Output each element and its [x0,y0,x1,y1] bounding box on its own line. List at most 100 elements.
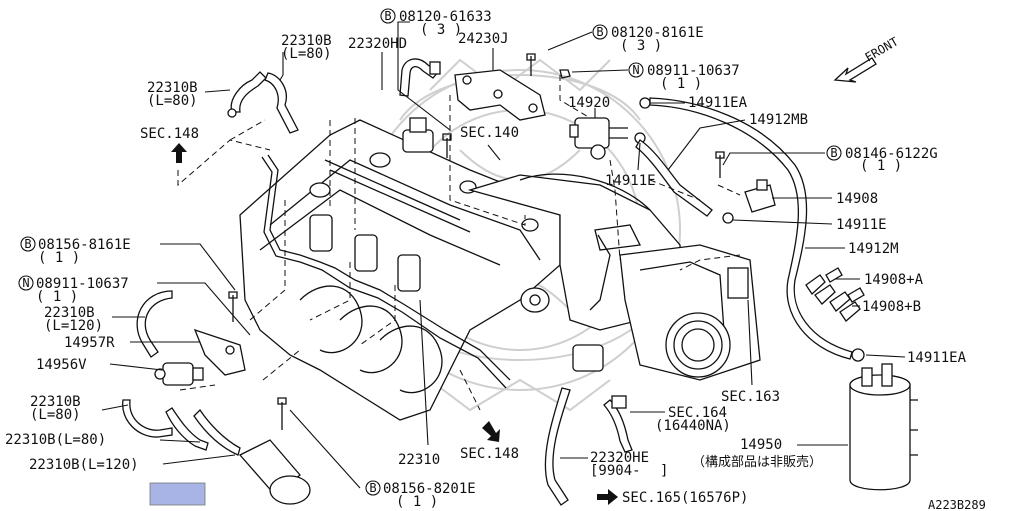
bracket-14957R [193,291,246,376]
label-22310B-120-sub: (L=120) [44,318,103,334]
throttle-body [594,224,761,381]
bolt-marker-icon: B [592,24,608,40]
label-22310B-top: 22310B [281,33,332,49]
nut-marker-icon: N [18,275,34,291]
hose-22310B-120 [136,290,173,358]
label-08911-10637-top-qty: ( 1 ) [660,76,702,92]
hose-22310B-top [264,72,299,134]
label-sec148-bottom: SEC.148 [460,446,519,462]
hose-22320HE [544,344,604,506]
label-22320HD: 22320HD [348,36,407,52]
diagram-code: A223B289 [928,498,986,511]
label-08911-10637-left-qty: ( 1 ) [36,289,78,305]
label-08120-8161E: 08120-8161E [611,25,704,41]
label-08120-61633: 08120-61633 [399,9,492,25]
label-sec164: SEC.164 [668,405,727,421]
label-22310B-left-sub: (L=80) [147,93,198,109]
bracket-14908 [715,151,776,213]
label-08911-10637-left: 08911-10637 [36,276,129,292]
bolt-marker-icon: B [380,8,396,24]
label-22320HE: 22320HE [590,450,649,466]
label-sec164-sub: (16440NA) [655,418,731,434]
label-front: FRONT [863,34,901,64]
label-08156-8161E: 08156-8161E [38,237,131,253]
label-14956V: 14956V [36,357,87,373]
nut-marker-icon: N [628,62,644,78]
front-arrow-icon [833,57,877,83]
label-14911EA-top: 14911EA [688,95,748,111]
valve-14920 [569,117,628,160]
bracket-24230J [454,69,546,121]
label-14920: 14920 [568,95,610,111]
label-22310B-top-sub: (L=80) [281,46,332,62]
right-arrow-icon [597,489,618,505]
label-sec148-top: SEC.148 [140,126,199,142]
label-sec165: SEC.165(16576P) [622,490,748,506]
label-14908A: 14908+A [864,272,924,288]
label-24230J: 24230J [458,31,509,47]
label-22310B-L80-inline: 22310B(L=80) [5,432,106,448]
hose-clamps [634,97,865,362]
label-14912M: 14912M [848,241,899,257]
clip-14908A [805,267,843,305]
label-08156-8161E-qty: ( 1 ) [38,250,80,266]
solenoid-lower [238,397,311,505]
svg-text:B: B [24,237,31,251]
vacuum-switch [402,117,434,153]
label-japanese-note: （構成部品は非販売） [692,454,822,470]
intake-manifold [239,119,561,421]
hose-14912MB [635,139,713,217]
label-22310B-left: 22310B [147,80,198,96]
down-arrow-icon [482,421,500,442]
label-08156-8201E: 08156-8201E [383,481,476,497]
label-22310B-lower: 22310B [30,394,81,410]
svg-text:B: B [369,481,376,495]
label-sec163: SEC.163 [721,389,780,405]
canister-14950 [849,363,918,491]
bolt-marker-icon: B [365,480,381,496]
svg-text:B: B [384,9,391,23]
label-08120-61633-qty: ( 3 ) [420,22,462,38]
bolts-top [442,53,571,158]
hose-14912M [649,97,853,360]
label-08911-10637-top: 08911-10637 [647,63,740,79]
highlight-swatch [149,482,206,506]
hose-22320HD [399,58,441,97]
vacuum-pipe-assembly [261,154,511,389]
label-22310B-L120-inline: 22310B(L=120) [29,457,139,473]
label-14950: 14950 [740,437,782,453]
label-08120-8161E-qty: ( 3 ) [620,38,662,54]
svg-text:N: N [22,276,29,290]
hose-22310B-left [227,71,267,118]
label-22310: 22310 [398,452,440,468]
label-14957R: 14957R [64,335,115,351]
label-08146-6122G: 08146-6122G [845,146,938,162]
clip-14908B [829,287,865,322]
label-sec140: SEC.140 [460,125,519,141]
hose-sec164 [603,395,633,453]
label-22310B-lower-sub: (L=80) [30,407,81,423]
label-22320HE-sub: [9904- [590,463,641,479]
hoses-lower-left [122,399,241,456]
part-labels: 08120-61633 ( 3 ) 22310B (L=80) 22320HD … [5,9,986,511]
label-14911EA-right: 14911EA [907,350,967,366]
up-arrow-icon [171,143,187,163]
svg-text:N: N [632,63,639,77]
bolt-marker-icon: B [826,145,842,161]
dashed-lines [177,75,741,411]
label-08156-8201E-qty: ( 1 ) [396,494,438,510]
valve-14956V [154,362,204,386]
label-22310B-120: 22310B [44,305,95,321]
label-14908B: 14908+B [862,299,921,315]
label-14908: 14908 [836,191,878,207]
label-22320HE-close: ] [660,463,668,479]
bolt-marker-icon: B [20,236,36,252]
label-08146-6122G-qty: ( 1 ) [860,158,902,174]
label-14911E-mid: 14911E [605,173,656,189]
leader-lines [101,21,906,489]
label-14911E-right: 14911E [836,217,887,233]
svg-text:B: B [596,25,603,39]
svg-text:B: B [830,146,837,160]
label-14912MB: 14912MB [749,112,808,128]
